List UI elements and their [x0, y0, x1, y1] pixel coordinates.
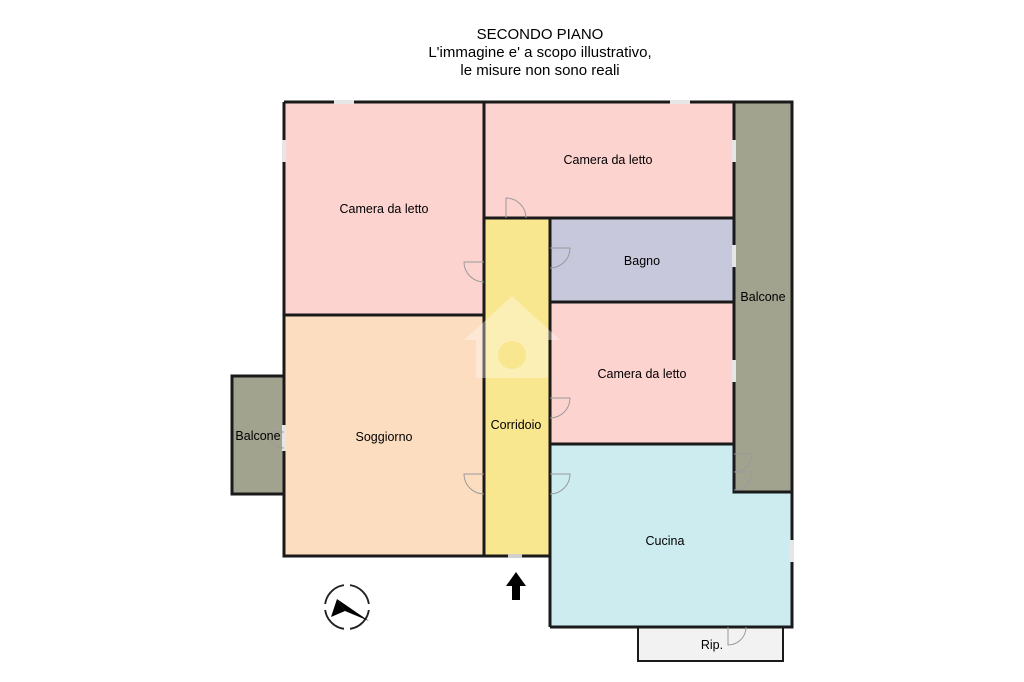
balcony-right[interactable]	[734, 102, 792, 492]
balcony-right-label: Balcone	[740, 290, 785, 304]
house-watermark-icon	[464, 296, 560, 378]
arrow-up-icon	[506, 572, 526, 600]
corridor-room[interactable]	[484, 218, 550, 556]
balcony-left-label: Balcone	[235, 429, 280, 443]
balcony-left[interactable]	[232, 376, 284, 494]
living-room-label: Soggiorno	[356, 430, 413, 444]
bedroom-top-left-label: Camera da letto	[340, 202, 429, 216]
doors	[267, 197, 753, 646]
bedroom-middle-label: Camera da letto	[598, 367, 687, 381]
corridor-label: Corridoio	[491, 418, 542, 432]
bathroom-label: Bagno	[624, 254, 660, 268]
bedroom-top-right-room[interactable]	[484, 102, 734, 218]
kitchen-room[interactable]	[550, 444, 792, 627]
bedroom-top-left-room[interactable]	[284, 102, 484, 315]
kitchen-label: Cucina	[646, 534, 685, 548]
storage-room[interactable]	[638, 627, 783, 661]
storage-label: Rip.	[701, 638, 723, 652]
compass-icon	[321, 581, 373, 633]
disclaimer-line-2: le misure non sono reali	[460, 62, 620, 79]
walls	[230, 100, 794, 662]
bedroom-top-right-label: Camera da letto	[564, 153, 653, 167]
entrance-door-gap	[508, 554, 522, 558]
windows	[282, 100, 794, 562]
bedroom-middle-room[interactable]	[550, 302, 734, 444]
living-room[interactable]	[284, 315, 484, 556]
disclaimer-line-1: L'immagine e' a scopo illustrativo,	[428, 44, 652, 61]
bathroom-room[interactable]	[550, 218, 734, 302]
floor-title: SECONDO PIANO	[476, 26, 604, 43]
